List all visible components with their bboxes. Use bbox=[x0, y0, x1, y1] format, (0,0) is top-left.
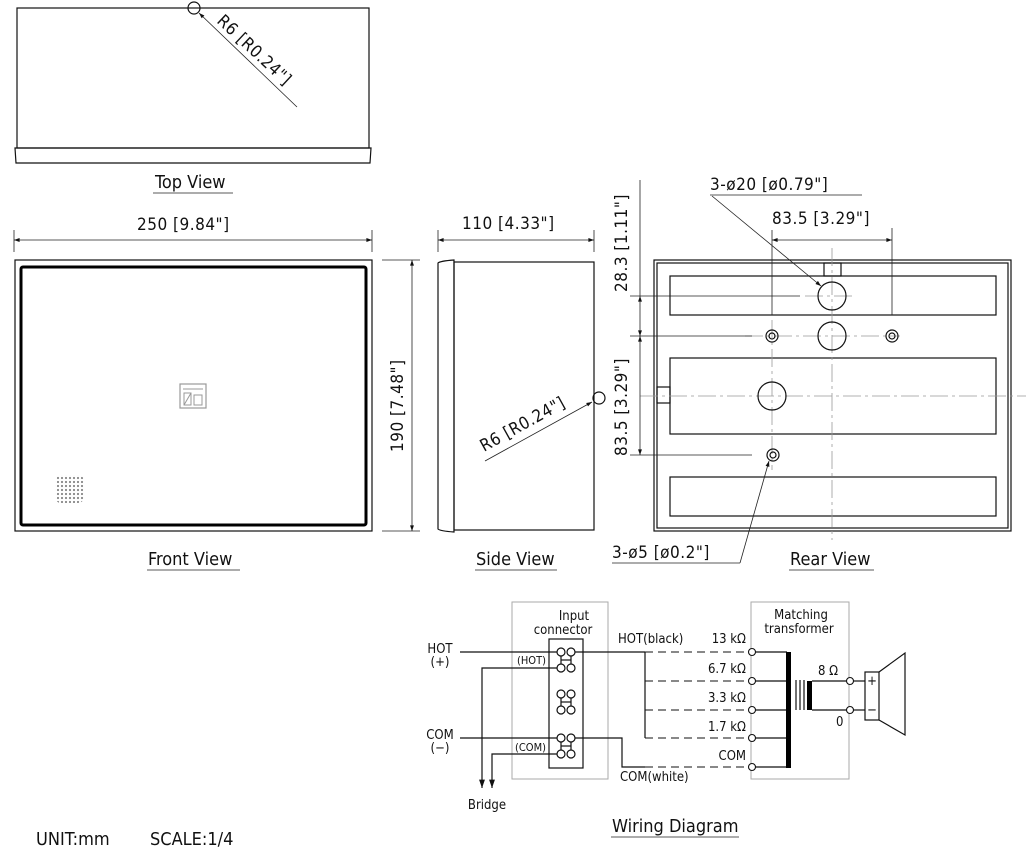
side-bezel bbox=[437, 259, 455, 533]
tap-terminals bbox=[747, 647, 757, 772]
top-view-title: Top View bbox=[154, 172, 226, 193]
transformer-label: Matching bbox=[774, 608, 828, 623]
scale-label: SCALE:1/4 bbox=[150, 829, 233, 850]
large-holes-leader bbox=[711, 195, 822, 287]
radius-corner-marker bbox=[187, 1, 201, 15]
terminal-spare bbox=[556, 689, 576, 715]
tap-label: 6.7 kΩ bbox=[708, 662, 746, 677]
wiring-diagram: Input connector HOT (+) COM (−) (HO bbox=[426, 601, 906, 838]
hot-label: HOT bbox=[427, 642, 453, 657]
small-hole bbox=[766, 448, 780, 462]
radius-corner-marker bbox=[592, 391, 606, 405]
front-width-label: 250 [9.84"] bbox=[137, 215, 230, 235]
top-view: R6 [R0.24"] Top View bbox=[14, 1, 372, 194]
top-view-bezel bbox=[14, 147, 372, 164]
rear-inner bbox=[656, 262, 1009, 529]
tap-label: 13 kΩ bbox=[712, 632, 746, 647]
wiring-title: Wiring Diagram bbox=[612, 816, 739, 837]
hole-spacing-label: 83.5 [3.29"] bbox=[772, 209, 870, 229]
transformer-label: transformer bbox=[764, 622, 833, 637]
small-hole bbox=[885, 329, 899, 343]
input-connector-label: connector bbox=[534, 623, 593, 638]
speaker-minus: − bbox=[867, 703, 877, 718]
rear-outer bbox=[653, 259, 1012, 532]
vertical-spacing-label: 83.5 [3.29"] bbox=[612, 358, 632, 456]
rear-notch-top bbox=[823, 262, 842, 277]
secondary-terminal bbox=[845, 676, 855, 686]
hot-wire-label: HOT(black) bbox=[618, 632, 683, 647]
small-hole bbox=[765, 329, 779, 343]
rear-view: 83.5 [3.29"] 3-ø20 [ø0.79"] 28.3 [1.11"]… bbox=[612, 175, 1026, 571]
terminal-block bbox=[548, 638, 584, 769]
com-label: COM bbox=[426, 728, 453, 743]
terminal-com bbox=[556, 733, 576, 759]
top-radius-label: R6 [R0.24"] bbox=[213, 11, 296, 90]
hot-terminal-label: (HOT) bbox=[517, 654, 546, 667]
transformer-core bbox=[795, 680, 805, 710]
tap-stubs bbox=[755, 651, 787, 768]
input-connector-box bbox=[511, 601, 609, 780]
speaker-plus: + bbox=[867, 674, 877, 689]
unit-label: UNIT:mm bbox=[36, 829, 110, 850]
secondary-winding bbox=[807, 681, 812, 710]
rear-view-title: Rear View bbox=[790, 549, 871, 570]
top-view-body bbox=[16, 7, 370, 149]
com-sign: (−) bbox=[431, 741, 450, 756]
bridge-wire-hot bbox=[479, 667, 557, 788]
com-output-wire bbox=[575, 737, 645, 768]
front-view: 250 [9.84"] 190 [7.48"] Front View bbox=[13, 215, 420, 571]
side-view: 110 [4.33"] R6 [R0.24"] Side View bbox=[437, 214, 606, 571]
primary-winding bbox=[786, 652, 791, 768]
large-hole bbox=[817, 281, 847, 311]
large-hole bbox=[817, 321, 847, 351]
rear-notch-side bbox=[656, 386, 671, 404]
transformer-box bbox=[750, 601, 850, 780]
front-bezel bbox=[14, 259, 373, 532]
front-height-label: 190 [7.48"] bbox=[388, 359, 408, 452]
side-radius-label: R6 [R0.24"] bbox=[477, 393, 569, 456]
terminal-hot bbox=[556, 647, 576, 673]
speaker-grille-perforation bbox=[55, 475, 84, 503]
tap-label: COM bbox=[719, 749, 746, 764]
secondary-0-label: 0 bbox=[836, 715, 843, 730]
rear-recess-bottom bbox=[669, 476, 997, 517]
front-grille-frame bbox=[19, 265, 368, 527]
com-wire-label: COM(white) bbox=[620, 770, 689, 785]
tap-label: 1.7 kΩ bbox=[708, 720, 746, 735]
top-offset-label: 28.3 [1.11"] bbox=[612, 194, 632, 292]
small-hole-inner bbox=[769, 451, 777, 459]
bridge-wire-com bbox=[489, 753, 557, 788]
small-holes-label: 3-ø5 [ø0.2"] bbox=[612, 543, 710, 563]
tap-label: 3.3 kΩ bbox=[708, 691, 746, 706]
com-terminal-label: (COM) bbox=[515, 741, 546, 754]
input-connector-label: Input bbox=[559, 609, 590, 624]
small-hole-inner bbox=[888, 332, 896, 340]
secondary-terminal bbox=[845, 705, 855, 715]
front-view-title: Front View bbox=[148, 549, 232, 570]
secondary-8ohm-label: 8 Ω bbox=[818, 664, 838, 679]
hot-sign: (+) bbox=[431, 655, 450, 670]
side-view-title: Side View bbox=[476, 549, 555, 570]
radius-leader bbox=[484, 401, 593, 462]
large-holes-label: 3-ø20 [ø0.79"] bbox=[710, 175, 828, 195]
small-hole-inner bbox=[768, 332, 776, 340]
side-body bbox=[453, 261, 595, 531]
logo-icon bbox=[179, 383, 207, 409]
small-holes-leader bbox=[739, 460, 770, 564]
speaker-icon bbox=[864, 651, 906, 737]
large-hole bbox=[757, 381, 787, 411]
bridge-label: Bridge bbox=[468, 798, 506, 813]
radius-leader bbox=[198, 12, 298, 108]
side-depth-label: 110 [4.33"] bbox=[462, 214, 555, 234]
